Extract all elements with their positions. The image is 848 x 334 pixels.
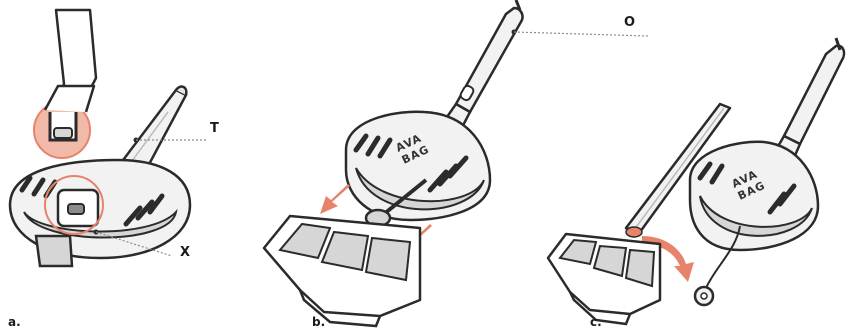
tray-c: [548, 234, 660, 324]
tray-b: [264, 216, 420, 326]
cleaning-head-a: [10, 160, 190, 266]
callout-t: T: [210, 121, 219, 136]
panel-label-b: b.: [312, 315, 325, 329]
callout-o: O: [624, 15, 635, 30]
panel-c: AVA BAG c.: [548, 38, 844, 329]
callout-x: X: [180, 245, 190, 260]
brush-head-b: AVA BAG: [346, 112, 490, 226]
panel-label-a: a.: [8, 315, 21, 329]
panel-label-c: c.: [590, 315, 602, 329]
panel-a: T X a.: [8, 10, 219, 329]
grip-detail-magnifier: [34, 86, 94, 158]
brush-head-c: AVA BAG: [690, 142, 818, 305]
